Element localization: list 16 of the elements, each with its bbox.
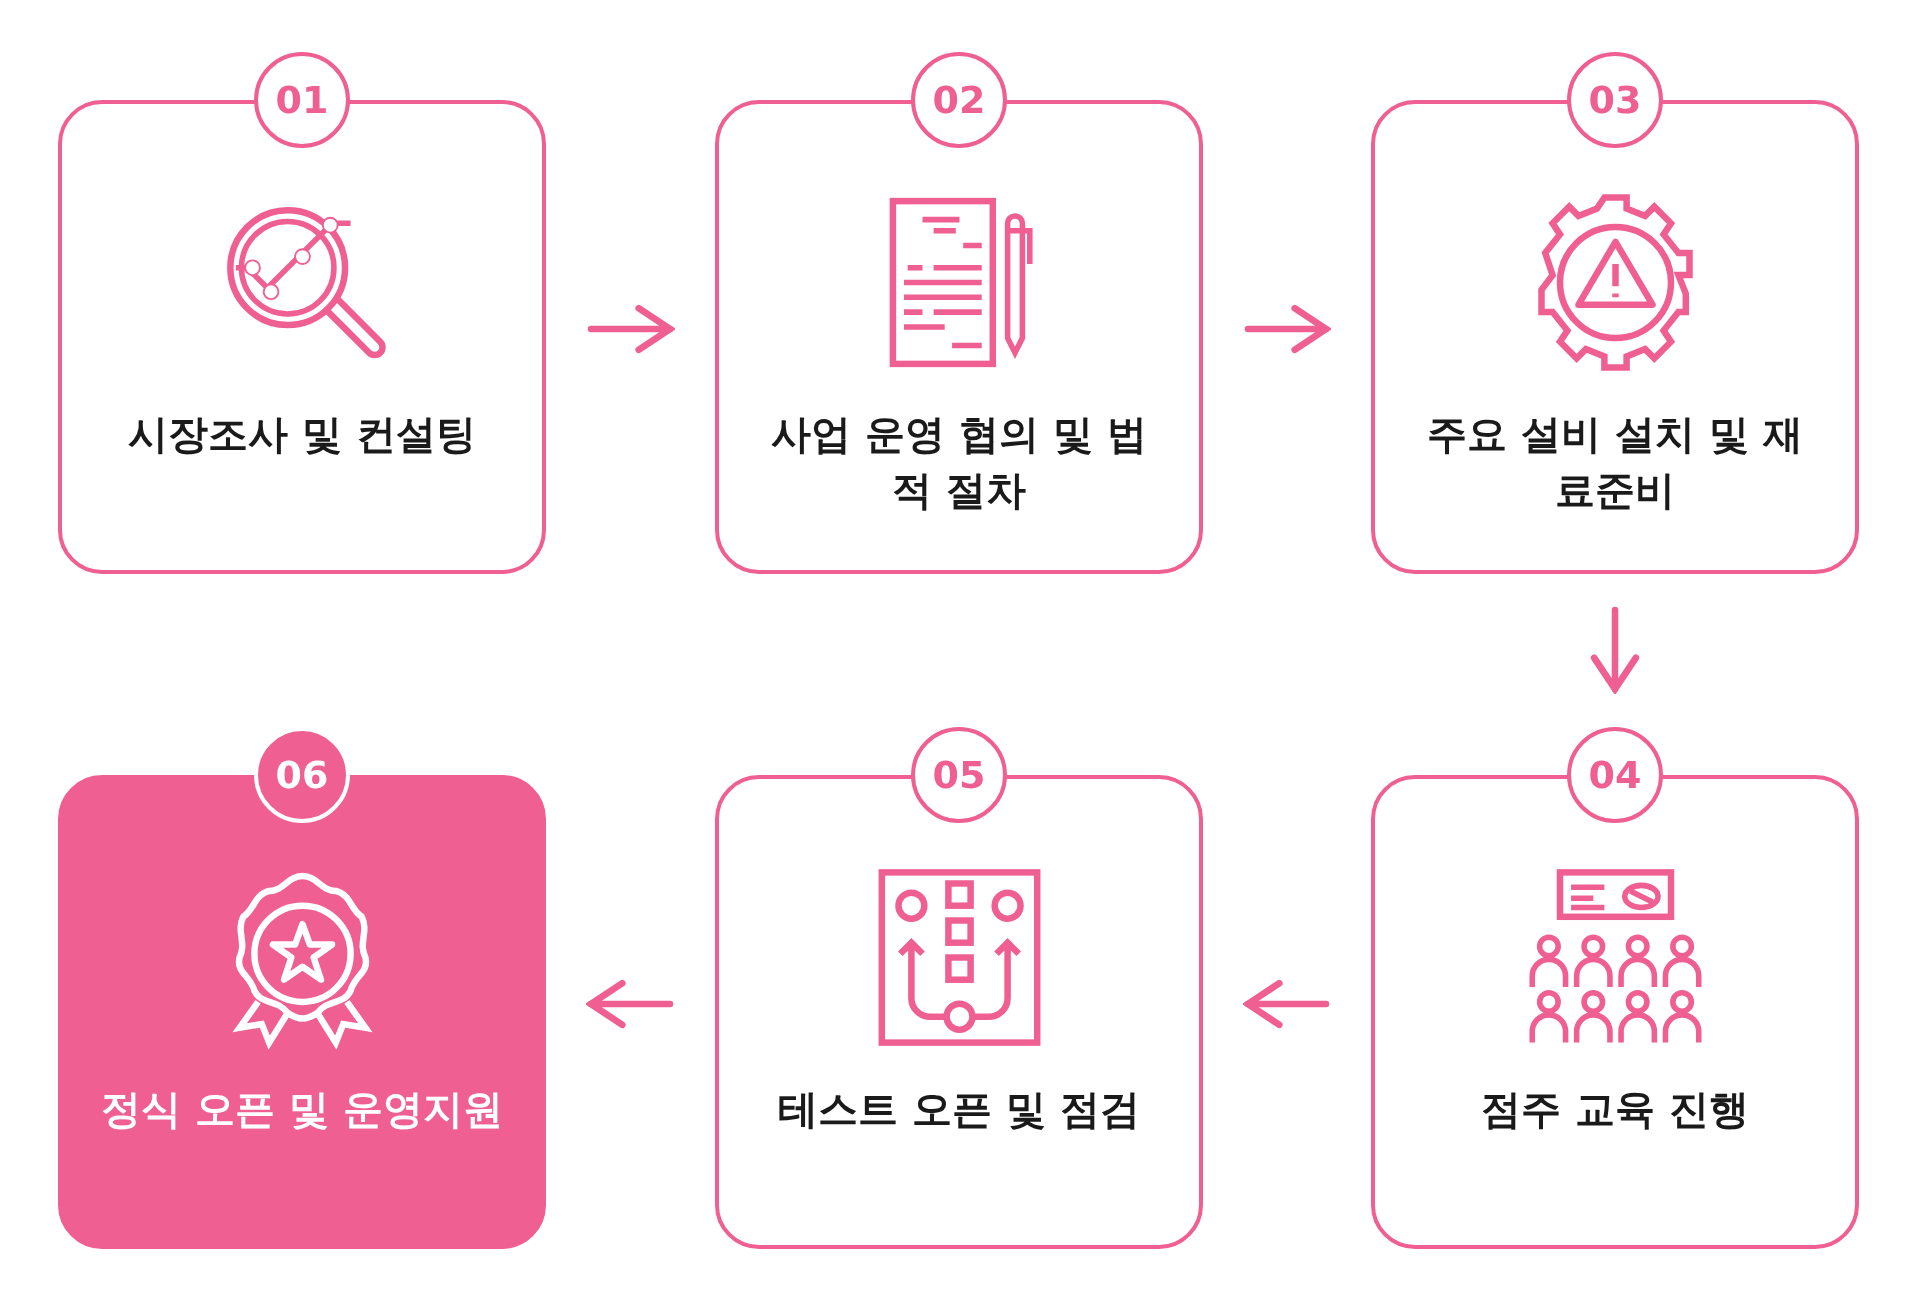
step-number: 03	[1567, 52, 1663, 148]
arrow	[587, 304, 674, 354]
step-number: 02	[911, 52, 1007, 148]
arrow	[1590, 606, 1640, 693]
step-title: 점주 교육 진행	[1480, 1085, 1750, 1134]
step-title: 사업 운영 협의 및 법적 절차	[770, 410, 1148, 515]
arrow	[1244, 979, 1330, 1029]
step-number: 04	[1567, 727, 1663, 823]
step-title: 테스트 오픈 및 점검	[777, 1085, 1141, 1134]
step-number: 05	[911, 727, 1007, 823]
step-number: 01	[254, 52, 350, 148]
step-title: 정식 오픈 및 운영지원	[100, 1085, 504, 1134]
step-title: 주요 설비 설치 및 재료준비	[1426, 410, 1804, 515]
arrow	[587, 979, 674, 1029]
step-title: 시장조사 및 컨설팅	[127, 410, 477, 459]
arrow	[1244, 304, 1330, 354]
